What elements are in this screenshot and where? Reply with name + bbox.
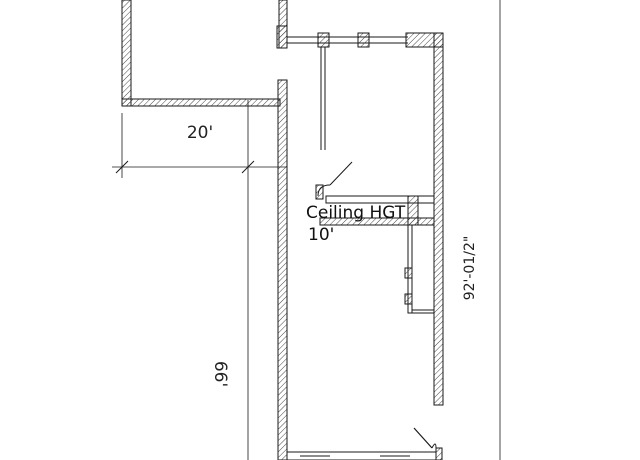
dimension-20ft: 20' <box>112 100 287 460</box>
lower-east-wall <box>435 447 443 460</box>
door-swing <box>315 161 353 200</box>
dimension-label-height-right: 92'-01/2" <box>462 236 478 301</box>
interior-partition <box>320 47 326 150</box>
wall-stub <box>276 25 288 49</box>
bottom-door <box>286 427 437 460</box>
dimension-66ft: 66' <box>210 361 230 387</box>
window-mullion <box>357 32 370 48</box>
dimension-92ft: 92'-01/2" <box>462 0 501 460</box>
top-wall <box>287 32 444 48</box>
room-label: Ceiling HGT 10' <box>306 203 406 245</box>
ceiling-height-value: 10' <box>308 225 334 245</box>
counter-band <box>319 195 435 226</box>
dimension-label-width: 20' <box>187 123 213 143</box>
main-east-wall <box>433 32 444 406</box>
window-mullion <box>317 32 330 48</box>
dimension-label-height-left: 66' <box>210 361 230 387</box>
upper-left-wall-south <box>121 98 281 107</box>
ceiling-height-label: Ceiling HGT <box>306 203 406 223</box>
upper-left-room-walls <box>121 0 288 107</box>
upper-left-wall-west <box>121 0 132 107</box>
closet <box>404 224 434 314</box>
main-west-wall <box>277 79 288 460</box>
